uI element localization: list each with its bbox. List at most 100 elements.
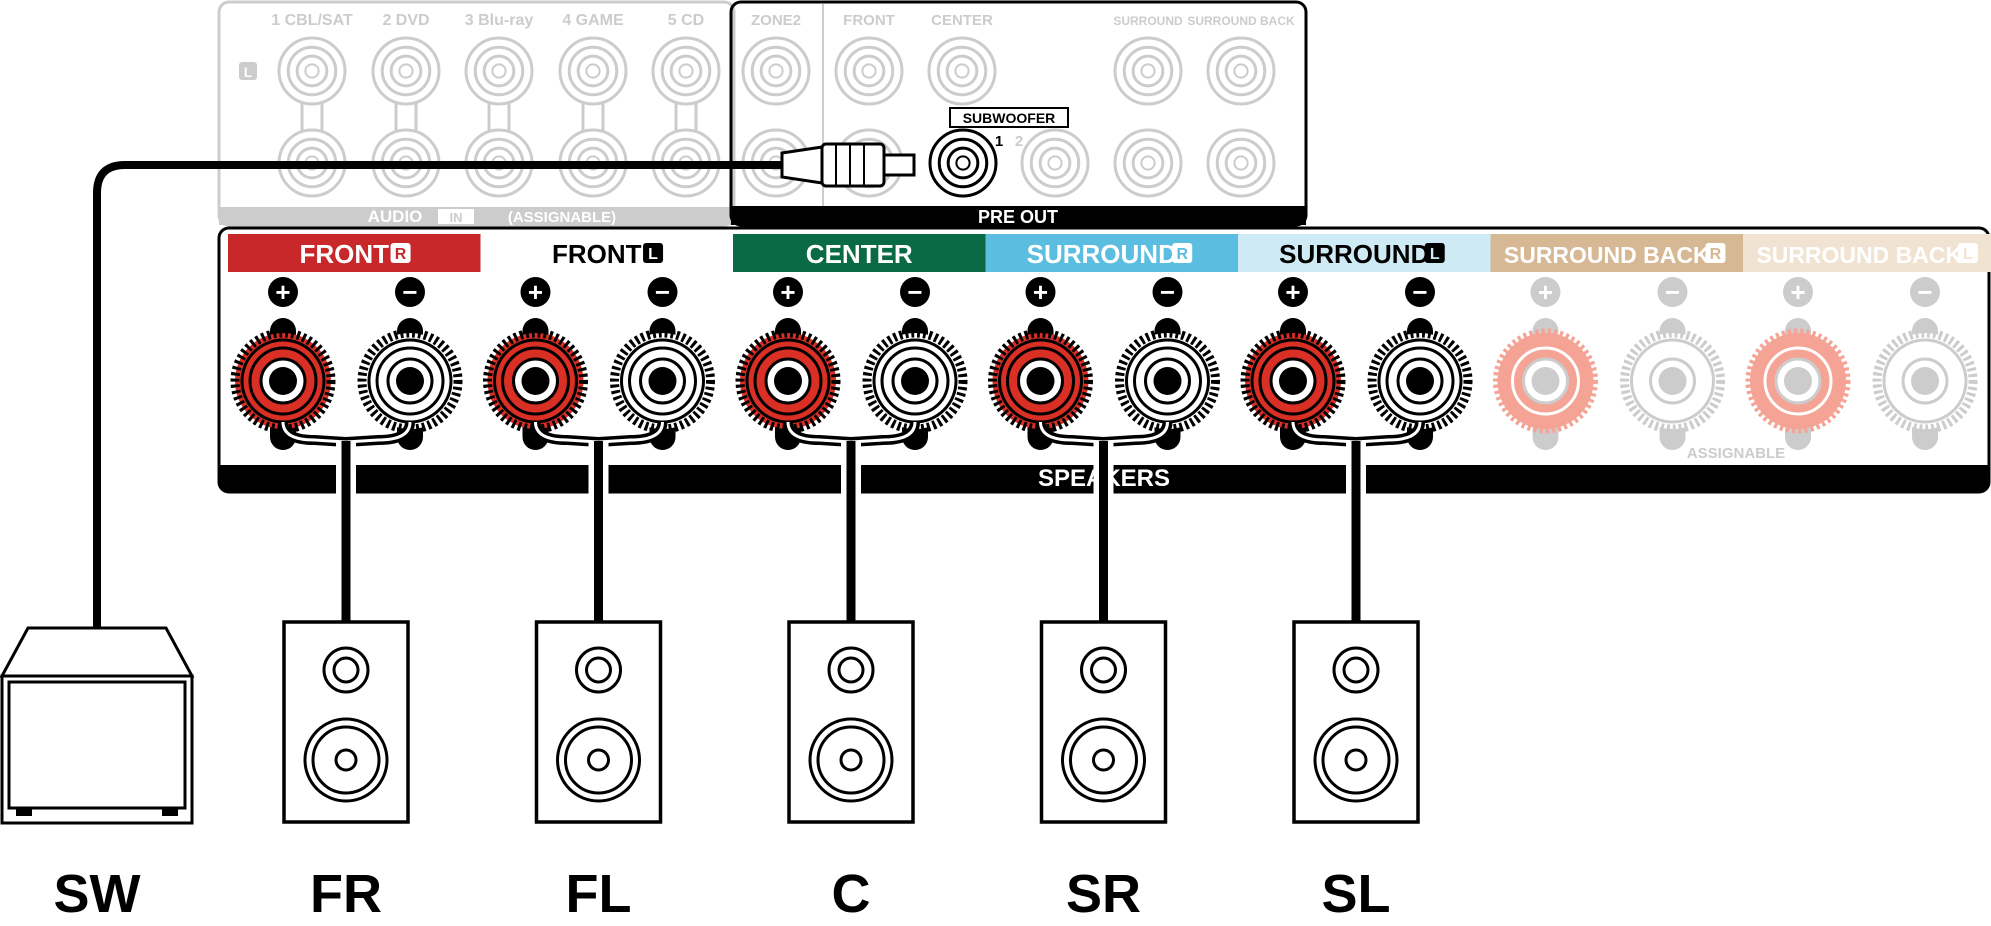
positive-terminal: +: [230, 277, 336, 450]
minus-symbol: −: [1917, 277, 1932, 307]
audio-in-jack-label: 4 GAME: [562, 12, 624, 29]
channel-header-bg: [985, 234, 1238, 272]
channel-header-bg: [1238, 234, 1491, 272]
negative-terminal: −: [610, 277, 715, 450]
audio-in-in-badge: IN: [450, 210, 463, 225]
channel-side-badge: [1172, 243, 1193, 263]
assignable-label: ASSIGNABLE: [1687, 445, 1785, 462]
surround-back-preout-label: SURROUND BACK: [1187, 14, 1295, 28]
audio-in-jack-top: [371, 36, 441, 106]
channel-header-label: FRONT: [552, 239, 642, 269]
channel-side-letter: L: [1963, 246, 1973, 263]
minus-symbol: −: [402, 277, 417, 307]
plus-symbol: +: [1538, 277, 1553, 307]
channel-header-label: CENTER: [806, 239, 913, 269]
pre-out-jack: [1020, 128, 1090, 198]
channel-header-label: SURROUND: [1279, 239, 1429, 269]
audio-in-jack-top: [277, 36, 347, 106]
plus-symbol: +: [275, 277, 290, 307]
pre-out-jack: [1113, 36, 1183, 106]
speaker-unit: [1039, 620, 1168, 824]
l-marker-box: [239, 62, 257, 80]
audio-in-assignable: (ASSIGNABLE): [508, 209, 616, 226]
plus-symbol: +: [780, 277, 795, 307]
positive-terminal: +: [1493, 277, 1598, 450]
speaker-label: SW: [54, 864, 141, 924]
plus-symbol: +: [528, 277, 543, 307]
channel-header-label: SURROUND BACK: [1504, 242, 1710, 268]
channel-side-letter: R: [395, 246, 407, 263]
positive-terminal: +: [1240, 277, 1346, 450]
channel-side-badge: [1424, 243, 1445, 263]
channel-header-label: SURROUND BACK: [1756, 242, 1962, 268]
positive-terminal: +: [1745, 277, 1851, 450]
audio-in-jack-top: [558, 36, 628, 106]
front-preout-label: FRONT: [843, 12, 895, 29]
speaker-label: FL: [566, 864, 632, 924]
minus-symbol: −: [1412, 277, 1427, 307]
channel-header-bg: [228, 234, 481, 272]
channel-side-badge: [1957, 243, 1978, 263]
channel-header-bg: [1743, 234, 1991, 272]
positive-terminal: +: [735, 277, 841, 450]
pre-out-jack: [1206, 128, 1276, 198]
speaker-label: C: [832, 864, 871, 924]
audio-in-jack-label: 5 CD: [668, 12, 704, 29]
speaker-unit: [534, 620, 663, 824]
channel-side-letter: R: [1176, 246, 1188, 263]
negative-terminal: −: [1620, 277, 1725, 450]
pre-out-jack: [834, 36, 904, 106]
minus-symbol: −: [1665, 277, 1680, 307]
audio-in-jack-top: [464, 36, 534, 106]
pre-out-jack: [1206, 36, 1276, 106]
audio-in-panel: L AUDIO IN (ASSIGNABLE) 1 CBL/SAT 2 DVD 3 …: [217, 0, 736, 227]
plus-symbol: +: [1033, 277, 1048, 307]
subwoofer-1-jack: [928, 128, 998, 198]
speaker-label: FR: [310, 864, 382, 924]
channel-header-label: FRONT: [299, 239, 389, 269]
negative-terminal: −: [1872, 277, 1978, 450]
negative-terminal: −: [357, 277, 463, 450]
negative-terminal: −: [1115, 277, 1220, 450]
zone2-label: ZONE2: [751, 12, 801, 29]
speaker-unit: [1292, 620, 1420, 824]
subwoofer-label: SUBWOOFER: [963, 110, 1056, 126]
subwoofer-cable: [93, 142, 916, 630]
pre-out-jack: [741, 36, 811, 106]
speaker-label: SR: [1066, 864, 1141, 924]
channel-side-badge: [1705, 243, 1726, 263]
pre-out-jack: [927, 36, 997, 106]
channel-header-bg: [733, 234, 986, 272]
channel-side-letter: L: [648, 246, 658, 263]
pre-out-jack: [1113, 128, 1183, 198]
speaker-label: SL: [1321, 864, 1390, 924]
channel-side-letter: L: [1430, 246, 1440, 263]
center-preout-label: CENTER: [931, 12, 993, 29]
surround-preout-label: SURROUND: [1113, 14, 1183, 28]
audio-in-jack-top: [651, 36, 721, 106]
rca-plug: [780, 142, 916, 188]
channel-header-bg: [1490, 234, 1743, 272]
pre-out-panel: PRE OUT ZONE2 FRONT CENTER SURROUND SURR…: [729, 0, 1308, 227]
positive-terminal: +: [988, 277, 1093, 450]
negative-terminal: −: [862, 277, 968, 450]
l-marker: L: [244, 64, 253, 80]
channel-side-letter: R: [1710, 246, 1722, 263]
subwoofer-1-label: 1: [995, 133, 1003, 150]
speaker-unit: [282, 620, 410, 824]
plus-symbol: +: [1285, 277, 1300, 307]
audio-in-footer: AUDIO: [368, 207, 423, 226]
audio-in-jack-label: 2 DVD: [382, 12, 429, 29]
channel-header-label: SURROUND: [1027, 239, 1177, 269]
minus-symbol: −: [907, 277, 922, 307]
pre-out-footer: PRE OUT: [978, 207, 1058, 227]
subwoofer-2-label: 2: [1015, 133, 1023, 150]
channel-side-badge: [390, 243, 411, 263]
subwoofer-unit: [0, 626, 195, 825]
audio-in-jack-label: 1 CBL/SAT: [271, 12, 353, 29]
audio-in-jack-label: 3 Blu-ray: [465, 12, 534, 29]
subwoofer-label-box: [949, 107, 1069, 128]
positive-terminal: +: [483, 277, 588, 450]
minus-symbol: −: [1160, 277, 1175, 307]
